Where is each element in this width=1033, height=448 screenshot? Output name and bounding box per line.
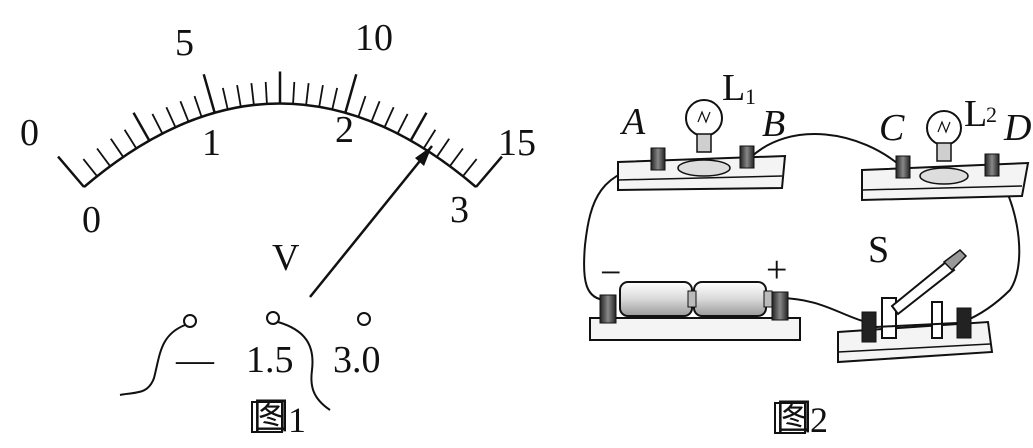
- wire-battery-to-switch: [777, 297, 867, 323]
- scale-tick: [292, 81, 296, 104]
- caption2-icon: 图: [776, 397, 812, 437]
- scale-tick: [409, 112, 428, 142]
- scale-tick: [370, 100, 381, 123]
- needle: [309, 145, 433, 298]
- terminal-A: [650, 147, 666, 171]
- scale-tick: [462, 158, 478, 177]
- outer-label-15: 15: [498, 122, 536, 164]
- terminal-label-3p0: 3.0: [333, 339, 381, 381]
- scale-tick: [236, 85, 242, 107]
- inner-label-1: 1: [202, 122, 221, 164]
- battery-post-neg: [599, 294, 617, 324]
- terminal-label-1p5: 1.5: [246, 339, 294, 381]
- wire-neg: [119, 324, 186, 396]
- scale-tick: [250, 83, 255, 106]
- scale-tick: [96, 147, 111, 167]
- label-D: D: [1003, 107, 1031, 149]
- scale-tick: [331, 87, 339, 110]
- label-B: B: [762, 103, 785, 145]
- caption2-box: [774, 402, 806, 434]
- battery-icon: [619, 281, 773, 317]
- label-A: A: [619, 101, 646, 143]
- caption1-icon: 图: [253, 396, 289, 436]
- scale-tick: [82, 158, 98, 177]
- label-C: C: [879, 107, 905, 149]
- lamp2-socket: [919, 167, 969, 185]
- inner-label-2: 2: [335, 109, 354, 151]
- scale-tick: [436, 138, 450, 158]
- scale-tick: [132, 112, 151, 142]
- scale-tick: [449, 147, 464, 167]
- terminal-C: [895, 155, 911, 179]
- wire-B-to-C: [749, 133, 904, 169]
- lamp1-subscript: 1: [745, 84, 756, 109]
- scale-tick: [422, 129, 437, 149]
- outer-label-10: 10: [355, 17, 393, 59]
- battery-post-pos: [771, 291, 789, 321]
- terminal-1p5: [266, 311, 280, 325]
- scale-tick: [383, 106, 395, 128]
- terminal-3p0: [357, 312, 371, 326]
- inner-label-0: 0: [82, 199, 101, 241]
- inner-label-3: 3: [450, 189, 469, 231]
- scale-arc: [83, 102, 477, 188]
- scale-tick: [193, 95, 203, 118]
- meter-symbol: V: [272, 237, 300, 279]
- terminal-B: [739, 145, 755, 169]
- switch-icon: [861, 249, 972, 343]
- scale-tick: [318, 85, 324, 107]
- lamp1-bulb-icon: [685, 99, 723, 153]
- scale-tick: [151, 113, 164, 134]
- lamp2-label: L: [964, 93, 987, 135]
- scale-tick: [264, 81, 268, 104]
- figure2-circuit: − + A B C D S L 1 L 2 图 2: [583, 67, 1031, 440]
- scale-tick: [475, 155, 503, 188]
- scale-ticks: [57, 71, 503, 188]
- scale-tick: [123, 129, 138, 149]
- scale-tick: [57, 155, 85, 188]
- caption1-number: 1: [288, 400, 306, 440]
- label-S: S: [868, 229, 889, 271]
- terminal-neg: [183, 314, 197, 328]
- needle-tip: [415, 146, 432, 166]
- lamp1-label: L: [722, 67, 745, 109]
- battery-base: [589, 317, 801, 341]
- lamp2-subscript: 2: [986, 102, 997, 127]
- lamp1-socket: [677, 159, 731, 177]
- scale-tick: [396, 113, 409, 134]
- caption1-box: [251, 401, 283, 433]
- scale-tick: [221, 87, 229, 110]
- outer-label-0: 0: [20, 112, 39, 154]
- scale-tick: [305, 83, 310, 106]
- scale-tick: [344, 73, 358, 114]
- scale-tick: [179, 100, 190, 123]
- figure1-voltmeter: 0 5 10 15 0 1 2 3 V — 1.5 3.0 图 1: [20, 17, 536, 440]
- wire-1p5: [277, 321, 331, 411]
- terminal-D: [984, 153, 1000, 177]
- battery-pos-label: +: [766, 249, 787, 291]
- lamp2-bulb-icon: [926, 110, 962, 162]
- caption2-number: 2: [810, 400, 828, 440]
- scale-tick: [110, 138, 124, 158]
- scale-tick: [202, 73, 216, 114]
- battery-neg-label: −: [600, 252, 621, 294]
- scale-tick: [165, 106, 177, 128]
- terminal-label-neg: —: [175, 339, 215, 381]
- scale-tick: [357, 95, 367, 118]
- outer-label-5: 5: [175, 22, 194, 64]
